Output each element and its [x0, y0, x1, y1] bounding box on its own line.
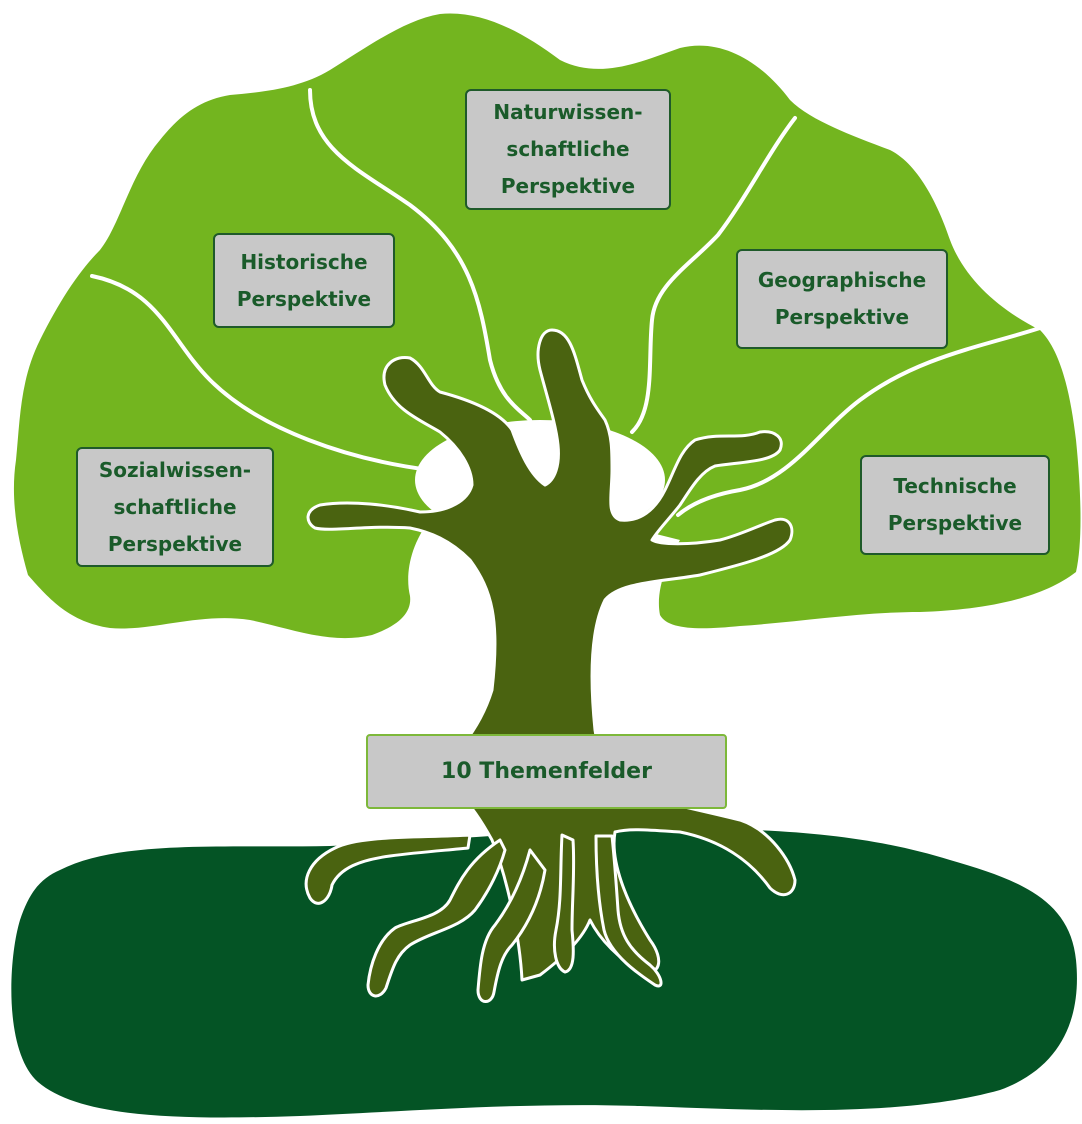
perspective-box-geography: Geographische Perspektive [736, 249, 948, 349]
branch-line-nature [630, 116, 797, 434]
perspective-label-technology: Technische Perspektive [887, 474, 1023, 535]
perspective-box-nature: Naturwissen- schaftliche Perspektive [465, 89, 671, 210]
root-4 [552, 833, 576, 974]
perspective-box-history: Historische Perspektive [213, 233, 395, 328]
root-1 [304, 833, 472, 905]
perspective-label-social: Sozialwissen- schaftliche Perspektive [98, 457, 252, 556]
roots [304, 833, 663, 1003]
branch-line-geography [676, 324, 1048, 517]
root-2 [366, 838, 507, 998]
branch-line-social [90, 274, 432, 472]
perspective-label-nature: Naturwissen- schaftliche Perspektive [493, 100, 643, 198]
perspective-box-technology: Technische Perspektive [860, 455, 1050, 555]
root-5 [594, 834, 663, 988]
tree-crown [13, 13, 1081, 639]
tree-trunk [306, 328, 797, 982]
root-label: 10 Themenfelder [441, 759, 652, 784]
perspective-label-geography: Geographische Perspektive [757, 268, 927, 329]
branch-lines [90, 88, 1048, 517]
root-box-themenfelder: 10 Themenfelder [366, 734, 727, 809]
perspective-box-social: Sozialwissen- schaftliche Perspektive [76, 447, 274, 567]
root-3 [476, 848, 547, 1003]
branch-line-history [308, 88, 532, 422]
perspective-label-history: Historische Perspektive [236, 249, 372, 311]
